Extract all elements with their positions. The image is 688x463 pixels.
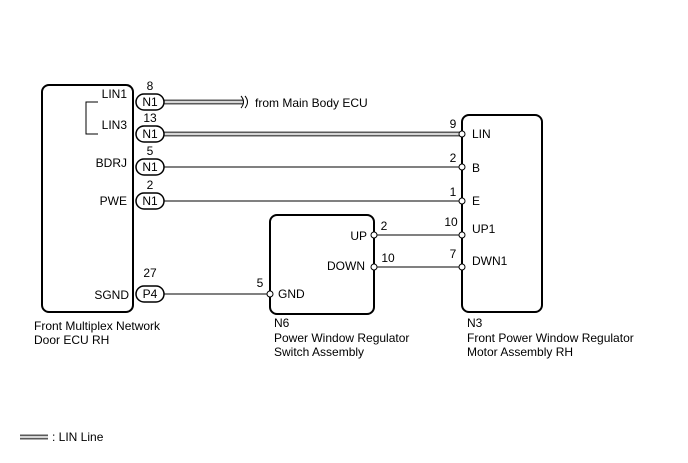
motor-pin-e-number: 1: [450, 185, 457, 199]
switch-label-line2: Switch Assembly: [274, 345, 364, 359]
connector-sgnd-label: P4: [143, 287, 158, 301]
motor-pin-dwn1-name: DWN1: [472, 254, 508, 268]
switch-pin-up-number: 2: [381, 219, 388, 233]
motor-e-terminal: [458, 197, 466, 205]
motor-label-line1: Front Power Window Regulator: [467, 331, 634, 345]
switch-pin-up-name: UP: [350, 229, 367, 243]
switch-pin-down-number: 10: [381, 251, 395, 265]
ecu-label-line2: Door ECU RH: [34, 333, 109, 347]
motor-pin-b-number: 2: [450, 151, 457, 165]
connector-lin3: N1: [135, 125, 165, 143]
ecu-pin-bdrj-name: BDRJ: [96, 156, 127, 170]
connector-pwe-label: N1: [142, 194, 158, 208]
connector-sgnd: P4: [135, 285, 165, 303]
motor-b-terminal: [458, 163, 466, 171]
motor-lin-terminal: [458, 130, 466, 138]
switch-down-terminal: [370, 263, 378, 271]
motor-box: [461, 114, 543, 313]
from-main-body-label: from Main Body ECU: [255, 96, 368, 110]
connector-bdrj: N1: [135, 158, 165, 176]
motor-pin-up1-number: 10: [444, 215, 458, 229]
connector-bdrj-label: N1: [142, 160, 158, 174]
switch-gnd-terminal: [266, 290, 274, 298]
ecu-pin-lin3-name: LIN3: [102, 118, 128, 132]
motor-pin-e-name: E: [472, 194, 480, 208]
ecu-internal-link: [85, 101, 98, 135]
connector-lin1-label: N1: [142, 95, 158, 109]
legend-label: : LIN Line: [52, 430, 104, 444]
motor-pin-up1-name: UP1: [472, 222, 496, 236]
motor-pin-dwn1-number: 7: [450, 247, 457, 261]
motor-pin-lin-name: LIN: [472, 127, 491, 141]
switch-pin-down-name: DOWN: [327, 259, 365, 273]
ecu-pin-bdrj-number: 5: [147, 144, 154, 158]
ecu-pin-lin3-number: 13: [143, 111, 157, 125]
connector-lin3-label: N1: [142, 127, 158, 141]
motor-pin-b-name: B: [472, 161, 480, 175]
switch-up-terminal: [370, 231, 378, 239]
ecu-pin-lin1-number: 8: [147, 79, 154, 93]
switch-pin-gnd-name: GND: [278, 287, 305, 301]
connector-lin1: N1: [135, 93, 165, 111]
ecu-pin-pwe-name: PWE: [100, 194, 127, 208]
motor-up1-terminal: [458, 231, 466, 239]
ecu-label-line1: Front Multiplex Network: [34, 319, 161, 333]
motor-label-line2: Motor Assembly RH: [467, 345, 573, 359]
ecu-pin-lin1-name: LIN1: [102, 87, 128, 101]
wire-break-icon: [240, 95, 248, 109]
switch-pin-gnd-number: 5: [257, 276, 264, 290]
ecu-box: [41, 84, 134, 313]
motor-dwn1-terminal: [458, 263, 466, 271]
switch-code: N6: [274, 316, 290, 330]
ecu-pin-pwe-number: 2: [147, 178, 154, 192]
switch-label-line1: Power Window Regulator: [274, 331, 409, 345]
ecu-pin-sgnd-number: 27: [143, 266, 157, 280]
connector-pwe: N1: [135, 192, 165, 210]
ecu-pin-sgnd-name: SGND: [94, 288, 129, 302]
motor-pin-lin-number: 9: [450, 117, 457, 131]
motor-code: N3: [467, 316, 483, 330]
